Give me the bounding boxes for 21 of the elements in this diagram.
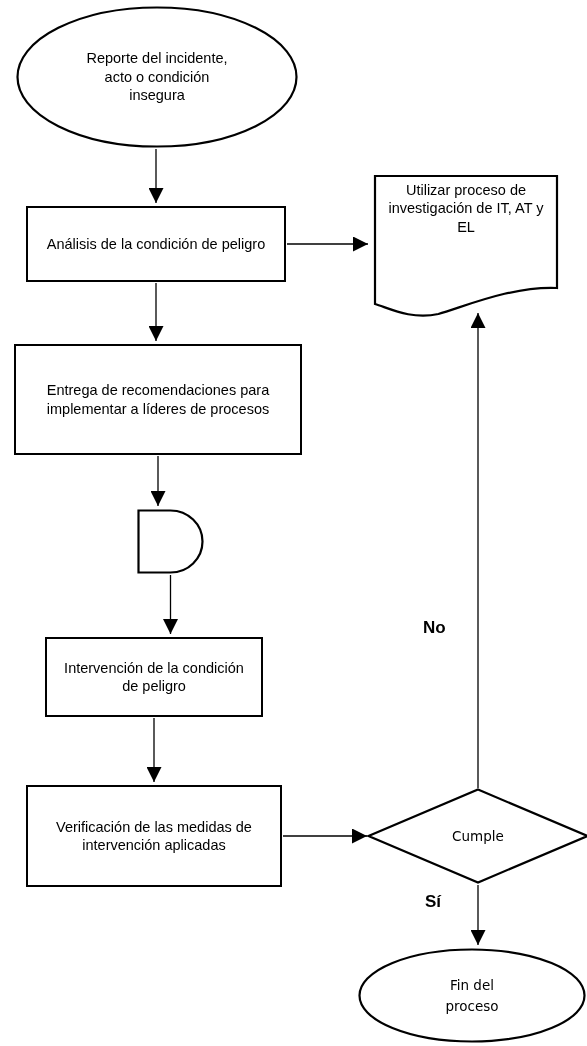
node-label: Verificación de las medidas de intervención aplicadas [55,817,253,855]
arrow [163,574,178,635]
arrow [148,148,164,204]
arrow [286,236,369,252]
arrow [150,455,166,507]
arrow [470,312,486,789]
node-label: Entrega de recomendaciones para implementar a líderes de procesos [45,381,271,418]
arrow [146,717,162,783]
process-box [26,206,286,282]
decision-label: Cumple [451,826,505,846]
arrow [470,884,486,946]
node-label: Fin del proceso [444,975,500,1016]
node-label: Utilizar proceso de investigación de IT, AT y EL [387,180,545,237]
node-label: Intervención de la condición de peligro [64,658,244,696]
process-box [45,637,263,717]
process-box [14,344,302,455]
process-box [26,785,282,887]
node-label: Reporte del incidente, acto o condición insegura [85,49,229,105]
node-label: Análisis de la condición de peligro [45,234,267,254]
arrow [148,282,164,342]
arrow [282,828,368,844]
